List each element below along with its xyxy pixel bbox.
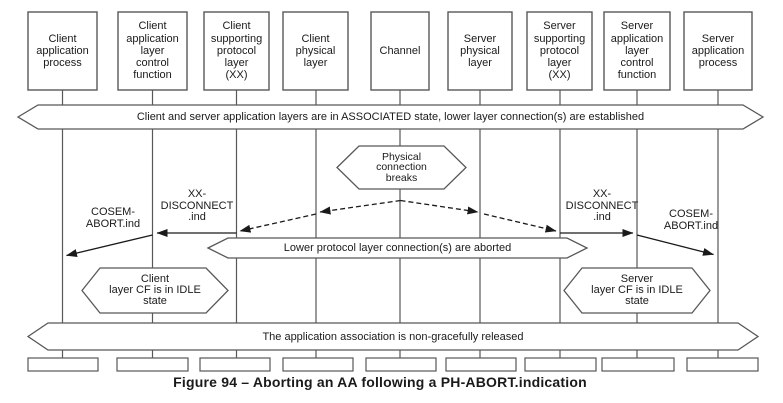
server-idle-label: Server layer CF is in IDLE state — [564, 268, 710, 313]
xx-disconnect-label-client: XX- DISCONNECT .ind — [147, 188, 247, 224]
column-box — [526, 11, 593, 91]
column-label: Server physical layer — [448, 12, 512, 90]
associated-state-banner-text: Client and server application layers are… — [136, 111, 645, 123]
column-label: Server application layer control functio… — [604, 12, 670, 90]
column-label: Client application process — [28, 12, 97, 90]
column-label: Server application process — [684, 12, 752, 90]
xx-disconnect-label-server: XX- DISCONNECT .ind — [552, 188, 652, 224]
arrows-group — [66, 199, 714, 257]
aborted-state-banner-text: Lower protocol layer connection(s) are a… — [283, 242, 512, 254]
column-label: Server supporting protocol layer (XX) — [527, 12, 592, 90]
released-state-banner — [26, 322, 760, 351]
column-box — [603, 11, 671, 91]
column-label-text: Server application process — [691, 32, 745, 70]
continuation-box — [116, 357, 189, 372]
continuation-box — [27, 357, 99, 372]
lifelines-group — [61, 90, 719, 358]
continuation-box — [445, 357, 517, 372]
phy-break-dashed-arrow-right-1 — [400, 199, 479, 215]
physical-break-label: Physical connection breaks — [337, 146, 466, 189]
column-box — [447, 11, 513, 91]
column-label-text: Server supporting protocol layer (XX) — [533, 20, 586, 82]
column-label: Client supporting protocol layer (XX) — [204, 12, 269, 90]
continuation-box — [524, 357, 597, 372]
continuation-box — [365, 357, 437, 372]
continuation-box — [686, 357, 759, 372]
continuation-boxes-group — [27, 357, 759, 372]
column-box — [683, 11, 753, 91]
aborted-state-banner — [206, 237, 589, 259]
associated-state-banner-label: Client and server application layers are… — [18, 105, 763, 129]
column-label: Client application layer control functio… — [118, 12, 187, 90]
server-idle-hexagon — [563, 267, 711, 314]
state-shapes-group — [16, 104, 765, 351]
aborted-state-banner-label: Lower protocol layer connection(s) are a… — [208, 238, 587, 258]
physical-break-text: Physical connection breaks — [376, 150, 427, 184]
column-box — [370, 11, 430, 91]
client-idle-label: Client layer CF is in IDLE state — [82, 268, 228, 313]
column-label: Channel — [371, 12, 429, 90]
continuation-box — [199, 357, 271, 372]
client-idle-hexagon — [81, 267, 229, 314]
phy-break-dashed-arrow-right-2 — [483, 213, 557, 233]
cosem-abort-arrow-server — [636, 234, 714, 256]
cosem-abort-label-server: COSEM- ABORT.ind — [641, 208, 741, 232]
column-box — [203, 11, 270, 91]
phy-break-dashed-arrow-left-2 — [239, 213, 317, 233]
server-idle-text: Server layer CF is in IDLE state — [591, 273, 683, 307]
released-state-banner-label: The application association is non-grace… — [28, 323, 758, 350]
column-box — [27, 11, 98, 91]
continuation-box — [282, 357, 354, 372]
column-label-text: Server application layer control functio… — [610, 20, 664, 82]
xx-disconnect-text-server: XX- DISCONNECT .ind — [565, 188, 639, 223]
phy-break-dashed-arrow-left-1 — [319, 199, 401, 215]
cosem-abort-text-client: COSEM- ABORT.ind — [85, 206, 141, 230]
cosem-abort-label-client: COSEM- ABORT.ind — [63, 206, 163, 230]
column-boxes-group — [27, 11, 753, 91]
column-label-text: Client application process — [36, 32, 89, 70]
figure-caption: Figure 94 – Aborting an AA following a P… — [173, 374, 587, 390]
column-box — [282, 11, 349, 91]
column-label-text: Client physical layer — [295, 32, 336, 70]
column-label-text: Server physical layer — [460, 32, 500, 70]
column-label-text: Channel — [379, 44, 421, 57]
column-box — [117, 11, 188, 91]
column-label-text: Client supporting protocol layer (XX) — [210, 20, 263, 82]
cosem-abort-text-server: COSEM- ABORT.ind — [663, 208, 719, 232]
column-label-text: Client application layer control functio… — [126, 20, 179, 82]
associated-state-banner — [16, 104, 765, 130]
column-label: Client physical layer — [283, 12, 348, 90]
client-idle-text: Client layer CF is in IDLE state — [109, 273, 201, 307]
physical-break-hexagon — [336, 145, 467, 190]
released-state-banner-text: The application association is non-grace… — [262, 330, 524, 343]
cosem-abort-arrow-client — [66, 234, 153, 257]
continuation-box — [601, 357, 675, 372]
xx-disconnect-text-client: XX- DISCONNECT .ind — [160, 188, 234, 223]
